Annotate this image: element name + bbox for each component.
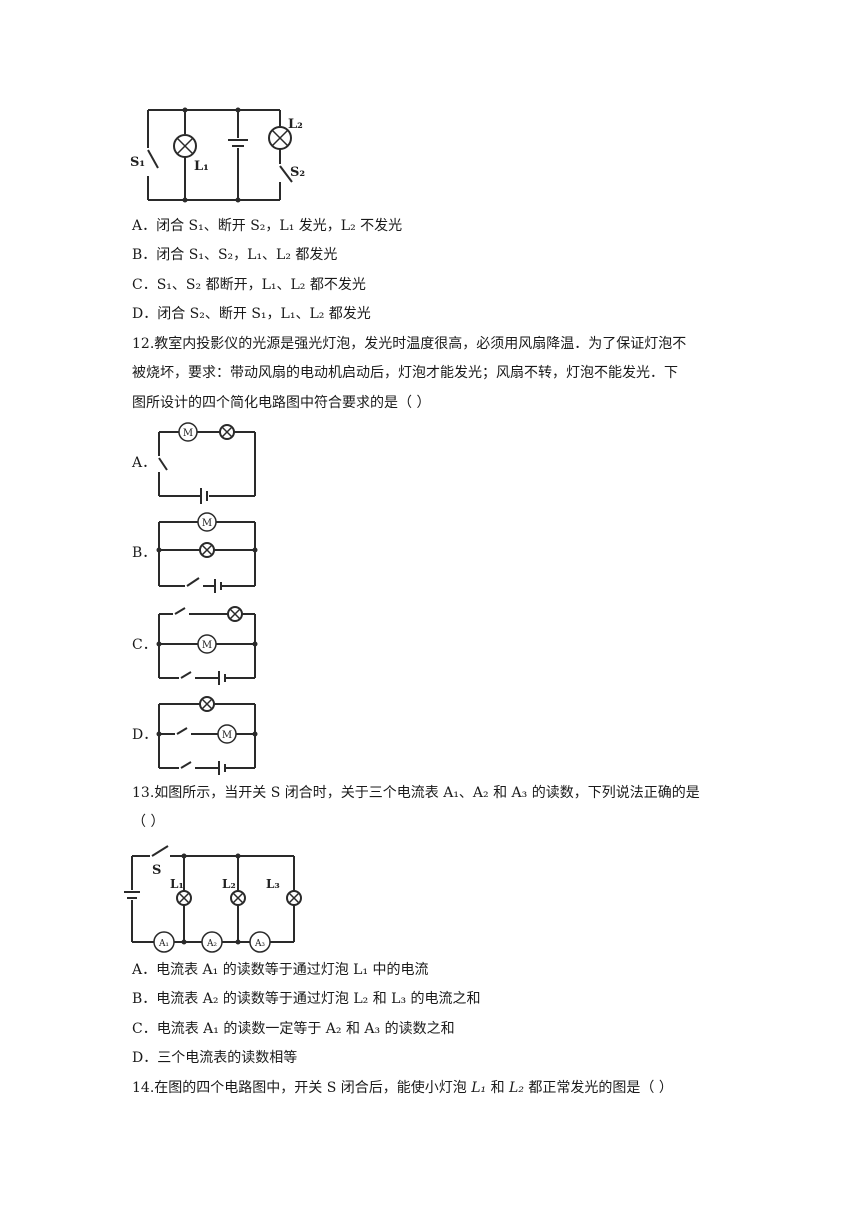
q13-option-c: C．电流表 A₁ 的读数一定等于 A₂ 和 A₃ 的读数之和 — [132, 1021, 455, 1037]
ammeter-a2 — [201, 931, 223, 953]
label-l1: L₁ — [170, 877, 184, 891]
q12-circuit-d: M — [156, 696, 258, 775]
meter-label-a2: A₂ — [206, 939, 217, 949]
label-s1: S₁ — [130, 155, 145, 170]
label-s: S — [152, 863, 161, 878]
q12-option-a-label: A． — [132, 455, 157, 471]
q14-l2: L₂ — [509, 1080, 524, 1096]
q12-stem-line-1: 12.教室内投影仪的光源是强光灯泡，发光时温度很高，必须用风扇降温．为了保证灯泡… — [132, 336, 687, 352]
label-l3: L₃ — [266, 877, 280, 891]
q13-option-b: B．电流表 A₂ 的读数等于通过灯泡 L₂ 和 L₃ 的电流之和 — [132, 991, 481, 1007]
label-s2: S₂ — [290, 165, 305, 180]
label-l1: L₁ — [194, 159, 209, 174]
label-l2: L₂ — [288, 117, 303, 132]
q12-circuit-b: M — [156, 512, 258, 593]
q13-stem-line-2: （ ） — [132, 814, 165, 830]
motor-icon — [178, 422, 198, 442]
motor-symbol: M — [202, 640, 212, 651]
q11-option-b: B．闭合 S₁、S₂，L₁、L₂ 都发光 — [132, 247, 338, 263]
label-l2: L₂ — [222, 877, 236, 891]
q12-option-b-label: B． — [132, 545, 157, 561]
ammeter-a3 — [249, 931, 271, 953]
q12-stem-line-2: 被烧坏，要求：带动风扇的电动机启动后，灯泡才能发光；风扇不转，灯泡不能发光．下 — [132, 365, 678, 381]
q13-circuit-diagram: A₁ A₂ A₃ S L₁ L₂ L₃ — [124, 845, 302, 953]
q14-stem-suffix: 都正常发光的图是（ ） — [523, 1080, 673, 1096]
q12-option-d-label: D． — [132, 727, 158, 743]
q11-option-d: D．闭合 S₂、断开 S₁，L₁、L₂ 都发光 — [132, 306, 371, 322]
q14-stem-mid: 和 — [486, 1080, 510, 1096]
meter-label-a3: A₃ — [254, 939, 265, 949]
meter-label-a1: A₁ — [158, 939, 169, 949]
q12-stem-line-3: 图所设计的四个简化电路图中符合要求的是（ ） — [132, 395, 431, 411]
q12-option-c-label: C． — [132, 637, 157, 653]
q11-option-a: A．闭合 S₁、断开 S₂，L₁ 发光，L₂ 不发光 — [132, 218, 403, 234]
motor-symbol: M — [183, 428, 193, 439]
ammeter-a1 — [153, 931, 175, 953]
q12-circuit-c: M — [156, 606, 258, 685]
q13-option-d: D．三个电流表的读数相等 — [132, 1050, 298, 1066]
q12-circuit-a: M — [158, 422, 256, 504]
q14-stem-prefix: 14.在图的四个电路图中，开关 S 闭合后，能使小灯泡 — [132, 1080, 472, 1096]
q11-option-c: C．S₁、S₂ 都断开，L₁、L₂ 都不发光 — [132, 277, 366, 293]
motor-symbol: M — [202, 518, 212, 529]
q14-l1: L₁ — [471, 1080, 487, 1096]
motor-symbol: M — [222, 730, 232, 741]
q13-stem-line-1: 13.如图所示，当开关 S 闭合时，关于三个电流表 A₁、A₂ 和 A₃ 的读数… — [132, 785, 700, 801]
q14-stem: 14.在图的四个电路图中，开关 S 闭合后，能使小灯泡 L₁ 和 L₂ 都正常发… — [132, 1078, 673, 1098]
q13-option-a: A．电流表 A₁ 的读数等于通过灯泡 L₁ 中的电流 — [132, 962, 429, 978]
q11-circuit-diagram: L₁ L₂ S₁ S₂ — [130, 107, 305, 203]
